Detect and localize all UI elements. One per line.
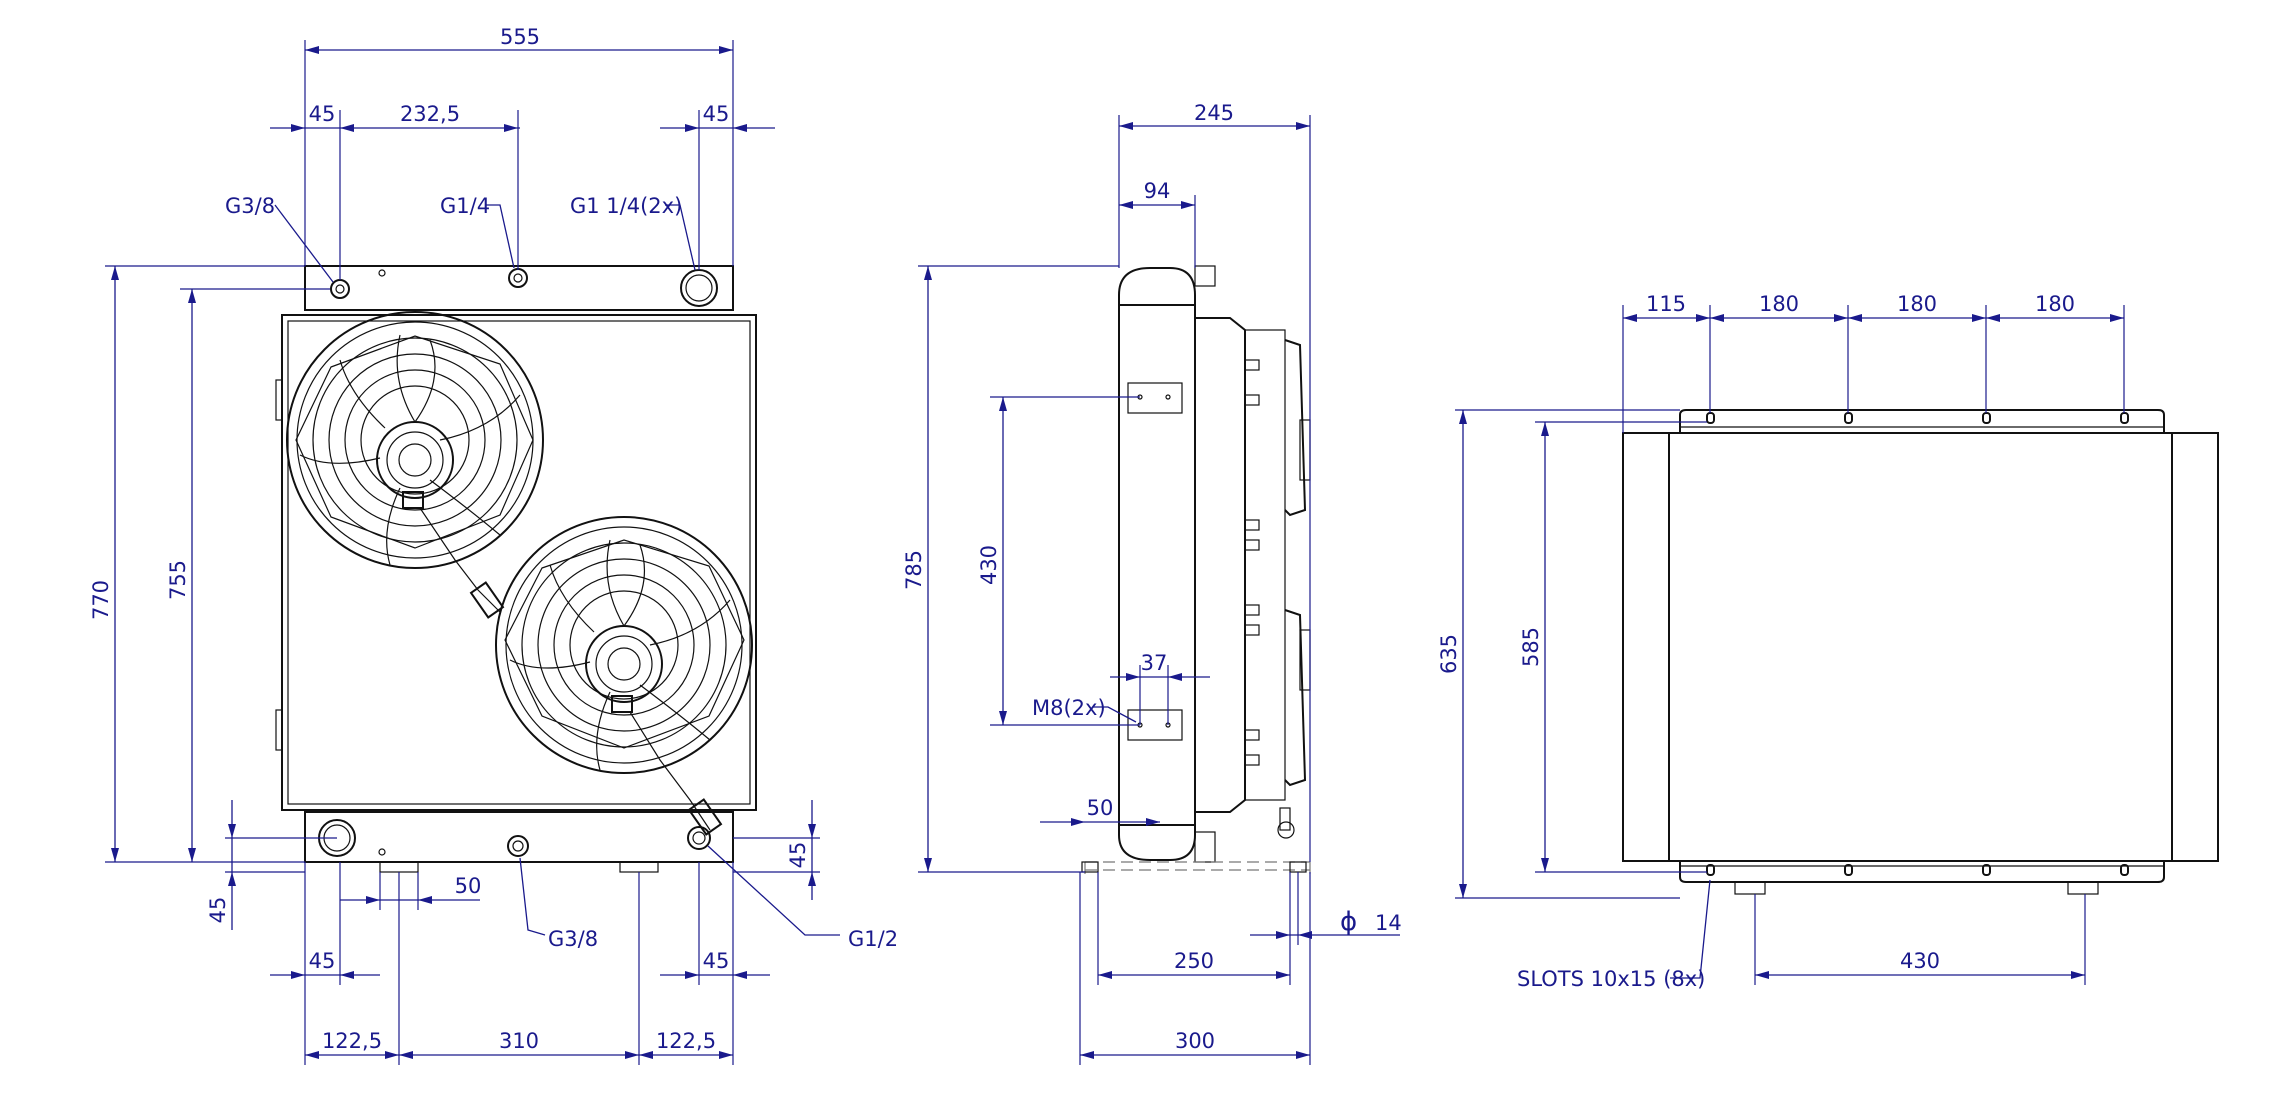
label-bottom-slots: SLOTS 10x15 (8x) — [1517, 967, 1705, 991]
dim-bottom-slot-pitch-2: 180 — [1897, 292, 1937, 316]
side-bottom-tank — [1118, 815, 1196, 861]
dim-front-port-height: 755 — [166, 560, 190, 600]
connector-upper-icon — [469, 581, 505, 619]
side-cable-connector-icon — [1277, 821, 1295, 839]
bottom-dimensions: 115 180 180 180 635 585 SLOTS 10x15 (8x)… — [1437, 292, 2125, 991]
front-foot-right — [619, 861, 659, 873]
port-g38-top-icon — [330, 279, 350, 299]
side-hidden-feet — [1084, 861, 1311, 880]
label-port-g12: G1/2 — [848, 927, 898, 951]
dim-front-foot-right: 122,5 — [656, 1029, 716, 1053]
label-side-mount-thread: M8(2x) — [1032, 696, 1106, 720]
dim-front-height: 770 — [89, 580, 113, 620]
front-core-inner — [287, 320, 751, 805]
front-view — [275, 265, 757, 873]
dim-front-left-offset: 45 — [309, 102, 336, 126]
dim-front-port-spacing: 232,5 — [400, 102, 460, 126]
dim-bottom-slot-pitch-1: 180 — [1759, 292, 1799, 316]
side-mount-upper — [1127, 382, 1183, 414]
dim-front-bottom-port-offset: 45 — [786, 842, 810, 869]
front-core-panel — [281, 314, 757, 811]
dim-bottom-first-slot: 115 — [1646, 292, 1686, 316]
dim-bottom-slot-span: 585 — [1519, 627, 1543, 667]
side-fan-motor-lower — [1284, 609, 1307, 787]
label-port-g114: G1 1/4(2x) — [570, 194, 682, 218]
slot-icons — [1706, 412, 2129, 876]
vent-hole-icon — [378, 269, 386, 277]
bottom-view — [1622, 409, 2219, 895]
side-view — [1081, 265, 1311, 880]
dim-side-mount-spacing: 430 — [977, 545, 1001, 585]
dim-side-foot-total: 300 — [1175, 1029, 1215, 1053]
dim-front-bottom-left-45: 45 — [309, 949, 336, 973]
label-port-g14: G1/4 — [440, 194, 490, 218]
front-left-bracket-2 — [275, 709, 283, 751]
fan-cable-2 — [629, 711, 711, 831]
dim-bottom-width: 635 — [1437, 634, 1461, 674]
side-fan-motor-upper — [1284, 339, 1307, 517]
bottom-rail-bottom — [1679, 861, 2165, 883]
dim-side-depth: 245 — [1194, 101, 1234, 125]
bottom-foot-right — [2067, 881, 2099, 895]
bottom-foot-left — [1734, 881, 1766, 895]
fan-lower-icon — [495, 516, 753, 774]
label-port-g38-top: G3/8 — [225, 194, 275, 218]
dim-side-foot-span: 250 — [1174, 949, 1214, 973]
dim-bottom-foot-spacing: 430 — [1900, 949, 1940, 973]
bottom-tank-right — [2171, 432, 2219, 862]
dim-bottom-slot-pitch-3: 180 — [2035, 292, 2075, 316]
dim-side-core-depth: 94 — [1144, 179, 1171, 203]
front-bottom-tank — [304, 811, 734, 863]
dim-side-height: 785 — [902, 550, 926, 590]
dim-front-bottom-right-45: 45 — [703, 949, 730, 973]
front-dimensions: 555 45 232,5 45 G3/8 G1/4 G1 1/4(2x) 770… — [89, 25, 898, 1065]
dim-front-foot-left: 122,5 — [322, 1029, 382, 1053]
front-left-bracket — [275, 379, 283, 421]
fan-cable — [419, 507, 501, 613]
bottom-core — [1668, 432, 2173, 862]
connector-lower-icon — [687, 798, 723, 836]
dim-front-foot-span: 310 — [499, 1029, 539, 1053]
side-core — [1118, 304, 1196, 826]
bottom-rail-top — [1679, 409, 2165, 433]
port-g12-icon — [687, 826, 711, 850]
dim-front-slot-width: 50 — [455, 874, 482, 898]
dim-front-width: 555 — [500, 25, 540, 49]
dim-side-mount-width: 37 — [1141, 651, 1168, 675]
front-top-tank — [304, 265, 734, 311]
bottom-tank-left — [1622, 432, 1670, 862]
dim-front-bottom-left-offset: 45 — [206, 897, 230, 924]
label-phi-symbol: ϕ — [1340, 907, 1357, 937]
dim-front-right-offset: 45 — [703, 102, 730, 126]
fan-upper-icon — [286, 311, 544, 569]
dim-side-foot-offset: 50 — [1087, 796, 1114, 820]
side-dimensions: 245 94 785 430 37 M8(2x) 50 — [902, 101, 1402, 1065]
side-top-tank — [1118, 267, 1196, 310]
front-foot-left — [379, 861, 419, 873]
side-fan-shroud — [1195, 317, 1246, 813]
label-port-g38-bottom: G3/8 — [548, 927, 598, 951]
port-g14-icon — [508, 268, 528, 288]
dim-side-hole-diameter: 14 — [1375, 911, 1402, 935]
port-g38-bottom-icon — [507, 835, 529, 857]
